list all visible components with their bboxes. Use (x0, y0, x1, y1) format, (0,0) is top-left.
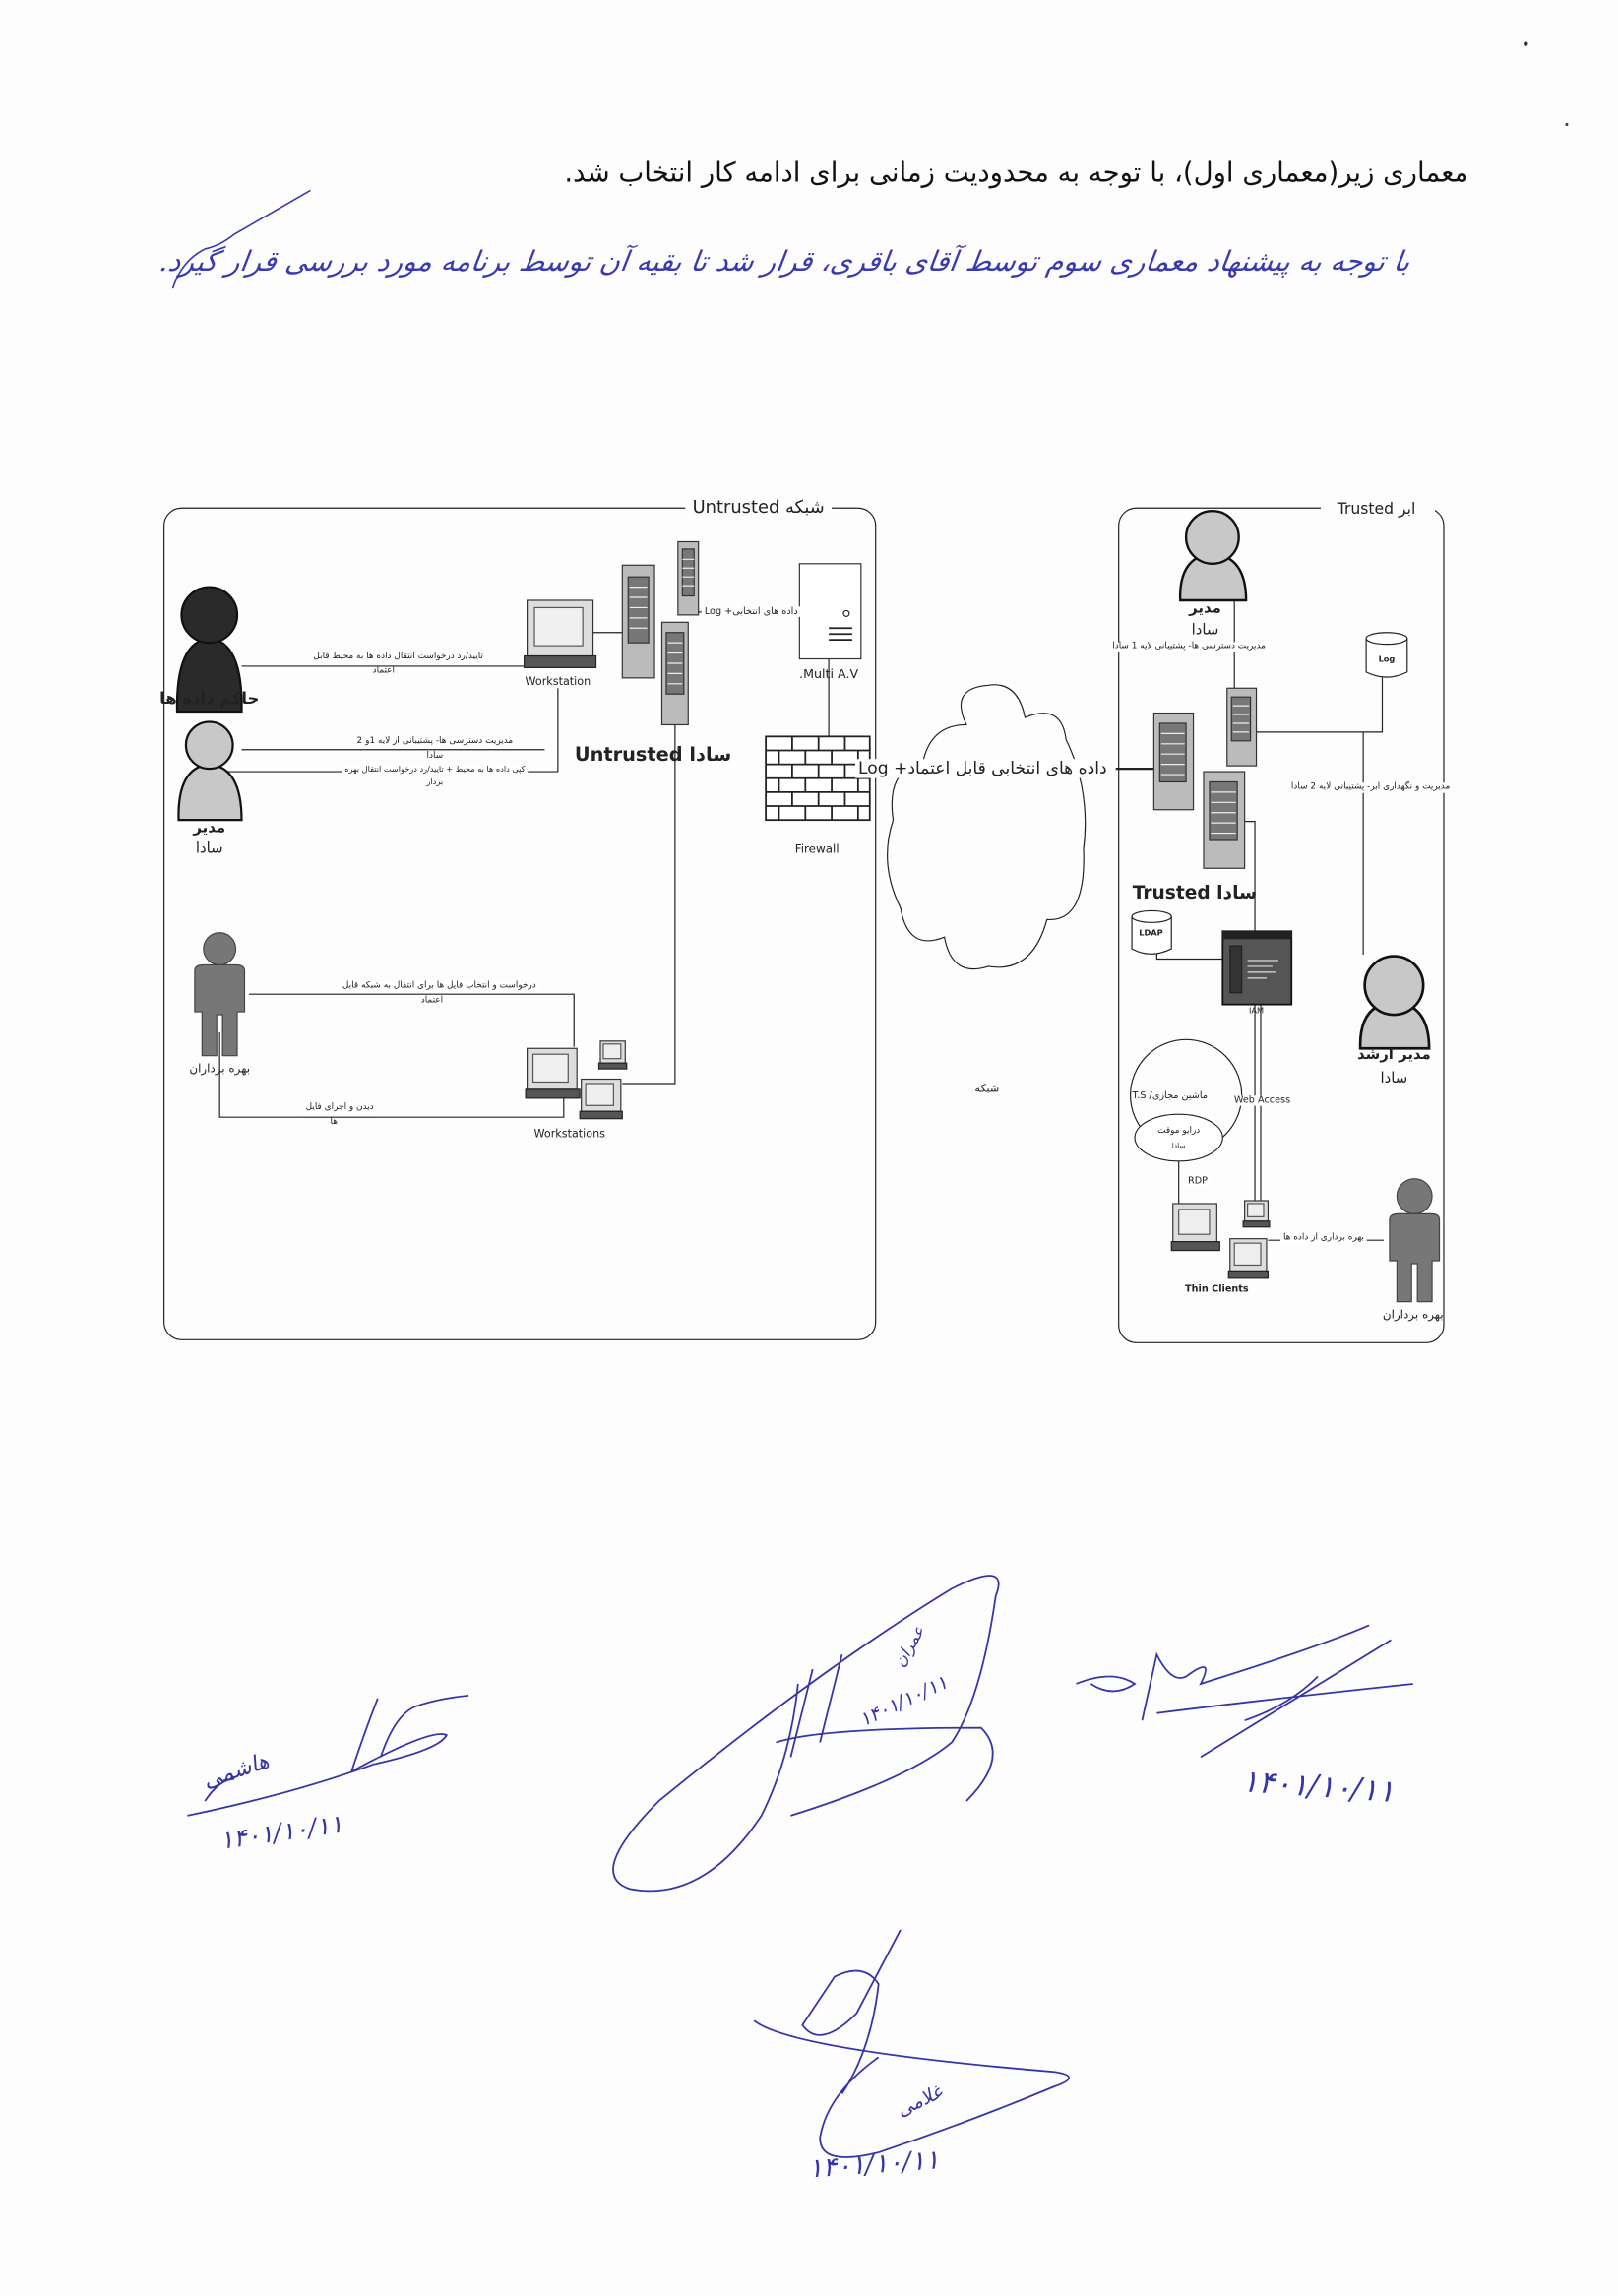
data-owner-label: حاکم داده ها (159, 689, 260, 709)
maintenance-link-label: مدیریت و نگهداری ابر- پشتیبانی لایه 2 سا… (1287, 781, 1454, 793)
iam-label: IAM (1248, 1007, 1265, 1017)
workstation-label: Workstation (525, 674, 591, 688)
untrusted-sada-label: سادا Untrusted (574, 744, 732, 767)
network-link-label: داده های انتخابی قابل اعتماد+ Log (855, 758, 1110, 778)
workstations-label: Workstations (533, 1127, 605, 1141)
log-label: Log (1378, 655, 1396, 665)
copy-link-label-2: بردار (426, 778, 444, 788)
antivirus-server-icon (798, 563, 862, 660)
trusted-zone-title: ابر Trusted (1337, 500, 1416, 519)
log-link-label: داده های انتخابی+ Log (701, 605, 801, 618)
trusted-users-label: بهره برداران (1382, 1308, 1444, 1322)
network-label: شبکه (974, 1082, 1000, 1095)
untrusted-zone-frame (163, 507, 877, 1340)
manager-org-label: سادا (195, 840, 223, 857)
view-link-label: دیدن و اجرای فایل (302, 1102, 377, 1114)
server-icon (621, 564, 655, 679)
senior-manager-org: سادا (1380, 1070, 1408, 1087)
manager-role-label: مدیر (193, 820, 226, 837)
scan-mark (1524, 41, 1528, 46)
trusted-manager-org: سادا (1191, 622, 1219, 640)
manager-person-icon (177, 720, 243, 822)
approve-link-label-2: اعتماد (372, 665, 395, 676)
handwritten-note: با توجه به پیشنهاد معماری سوم توسط آقای … (157, 245, 1413, 279)
ldap-database-icon (1131, 909, 1172, 955)
temp-drive-label: درایو موقت (1157, 1125, 1201, 1136)
web-access-label: Web Access (1230, 1094, 1294, 1107)
server-icon (660, 621, 689, 726)
data-owner-person-icon (175, 586, 243, 714)
approve-link-label: تایید/رد درخواست انتقال داده ها به محیط … (310, 652, 486, 663)
network-cloud (887, 684, 1087, 970)
manage-link-label-2: سادا (426, 750, 444, 761)
temp-drive-org: سادا (1171, 1142, 1186, 1151)
firewall-label: Firewall (794, 842, 840, 856)
manage-link-label: مدیریت دسترسی ها- پشتیبانی از لایه 1و 2 (353, 736, 517, 748)
request-link-label-2: اعتماد (420, 995, 444, 1006)
trusted-manager-role: مدیر (1189, 600, 1221, 617)
trusted-zone-frame (1118, 507, 1445, 1343)
trusted-sada-label: سادا Trusted (1132, 881, 1258, 903)
server-icon (1226, 687, 1258, 767)
server-icon (1203, 771, 1246, 869)
server-icon (1152, 712, 1195, 811)
signature-strokes (187, 1575, 1413, 2158)
trusted-manager-link: مدیریت دسترسی ها- پشتیبانی لایه 1 سادا (1109, 641, 1269, 652)
handwriting-stroke (171, 189, 311, 289)
senior-manager-role: مدیر ارشد (1357, 1047, 1431, 1064)
multi-av-label: Multi A.V. (799, 667, 859, 683)
untrusted-zone-title: شبکه Untrusted (692, 496, 825, 518)
log-database-icon (1365, 632, 1408, 678)
header-text: معماری زیر(معماری اول)، با توجه به محدود… (564, 157, 1469, 189)
iam-window-icon (1221, 930, 1293, 1006)
rdp-label: RDP (1185, 1175, 1212, 1188)
usage-link-label: بهره برداری از داده ها (1279, 1232, 1367, 1244)
server-icon (677, 540, 700, 616)
firewall-icon (765, 735, 871, 822)
copy-link-label: کپی داده ها به محیط + تایید/رد درخواست ا… (342, 765, 529, 776)
request-link-label: درخواست و انتخاب فایل ها برای انتقال به … (339, 980, 539, 992)
vm-label: ماشین مجازی/ T.S (1132, 1089, 1209, 1102)
trusted-users-person-icon (1389, 1178, 1441, 1303)
senior-manager-person-icon (1358, 955, 1431, 1050)
thin-clients-icon (1170, 1200, 1271, 1279)
ldap-label: LDAP (1139, 929, 1163, 939)
temp-drive-ellipse (1134, 1113, 1223, 1162)
view-link-label-2: ها (330, 1116, 338, 1127)
trusted-manager-person-icon (1178, 510, 1248, 602)
workstations-icon (525, 1040, 628, 1120)
thin-clients-label: Thin Clients (1185, 1282, 1249, 1295)
workstation-icon (524, 599, 597, 669)
users-person-icon (194, 932, 246, 1057)
users-label: بهره برداران (189, 1062, 251, 1076)
scan-mark (1565, 122, 1569, 126)
